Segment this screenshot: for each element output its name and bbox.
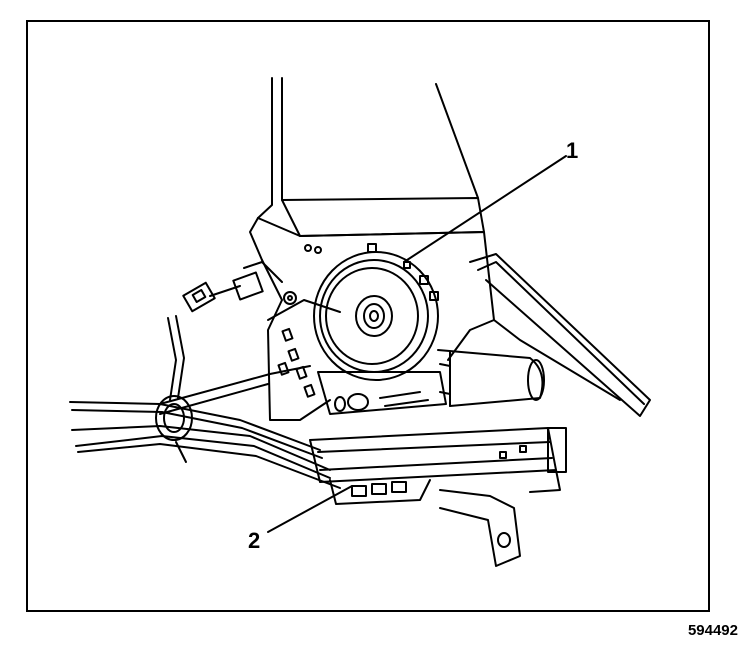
callout-label-1: 1: [566, 138, 579, 163]
leader-line-2: [267, 485, 353, 533]
diagram-frame: [26, 20, 710, 612]
electrical-connectors: [182, 261, 283, 313]
wiring-harness: [69, 315, 341, 489]
gear-housing: [313, 243, 439, 381]
leader-line-1: [403, 155, 567, 263]
callout-label-2: 2: [248, 528, 261, 553]
figure-id: 594492: [687, 622, 738, 639]
cable-guide-right: [469, 253, 651, 417]
motor-body: [317, 349, 545, 415]
regulator-track: [309, 427, 567, 567]
